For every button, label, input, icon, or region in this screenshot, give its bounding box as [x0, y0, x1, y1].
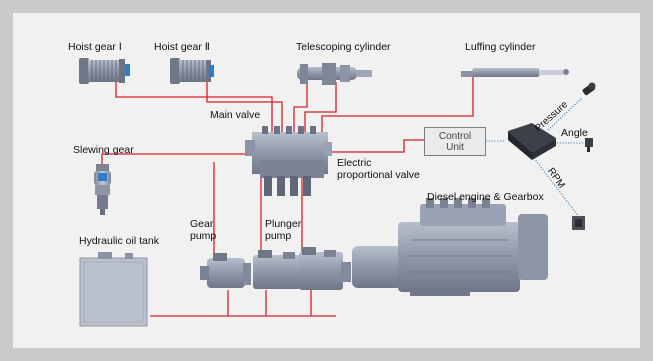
hoist-drum-icon	[170, 58, 214, 84]
sensor-icon	[585, 138, 593, 152]
signal-lines	[486, 97, 584, 218]
gear-pump-label-2: pump	[190, 230, 217, 242]
luffing-cylinder-label: Luffing cylinder	[465, 41, 536, 53]
hydraulic-oil-tank-label: Hydraulic oil tank	[79, 235, 159, 247]
hydraulic-line-slewing	[101, 153, 252, 164]
tank-icon	[79, 252, 148, 327]
controller-icon	[508, 123, 556, 160]
electric-valve-label-1: Electric	[337, 157, 372, 169]
control-unit-label-1: Control	[438, 131, 472, 142]
hoist-gear-2-label: Hoist gear Ⅱ	[154, 41, 210, 53]
control-line	[331, 139, 424, 153]
telescoping-cylinder-label: Telescoping cylinder	[296, 41, 391, 53]
hoist-gear-1-label: Hoist gear Ⅰ	[68, 41, 122, 53]
diesel-engine-label: Diesel engine & Gearbox	[427, 191, 544, 203]
cylinder-icon	[461, 68, 569, 77]
slewing-gear-label: Slewing gear	[73, 144, 134, 156]
cylinder-icon	[297, 63, 372, 85]
signal-line-pressure	[547, 97, 583, 131]
main-valve-label: Main valve	[210, 109, 261, 121]
signal-line-rpm	[533, 157, 580, 218]
control-unit-label-2: Unit	[446, 142, 464, 153]
hydraulic-line-hoist1	[115, 72, 273, 132]
hydraulic-lines	[101, 72, 474, 317]
hydraulic-line-hoist2	[206, 78, 283, 132]
hydraulic-line-telescoping-b	[304, 82, 337, 132]
gear-pump-label-1: Gear	[190, 218, 214, 230]
hydraulic-line-luffing	[321, 74, 474, 132]
plunger-pump-label-1: Plunger	[265, 218, 302, 230]
pump-icon	[253, 247, 351, 290]
hydraulic-suction-lines	[227, 290, 312, 316]
slewing-motor-icon	[94, 164, 111, 215]
pump-icon	[200, 253, 251, 288]
plunger-pump-label-2: pump	[265, 230, 292, 242]
hydraulic-line-telescoping-a	[293, 82, 308, 132]
sensor-icon	[582, 82, 596, 96]
valve-block-icon	[245, 126, 332, 196]
electric-valve-label-2: proportional valve	[337, 169, 420, 181]
control-unit-box: Control Unit	[424, 127, 486, 156]
sensor-icon	[572, 216, 585, 230]
angle-label: Angle	[561, 127, 588, 139]
hoist-drum-icon	[79, 58, 130, 84]
engine-icon	[352, 198, 548, 296]
